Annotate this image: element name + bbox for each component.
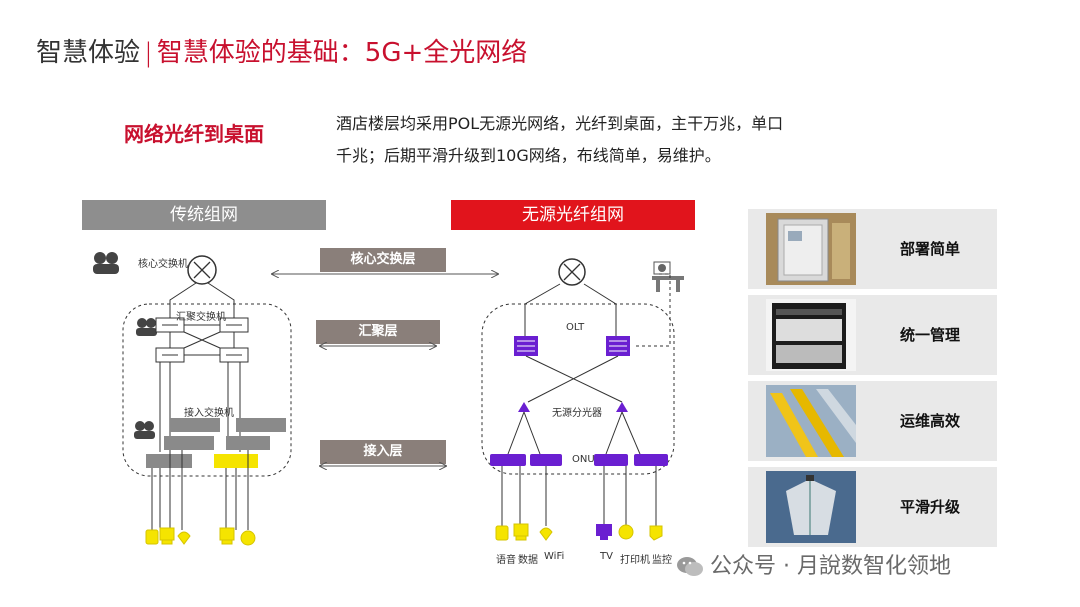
desktop-icon — [514, 524, 528, 540]
feature-card: 统一管理 — [748, 295, 997, 375]
access-switch-icon — [170, 418, 220, 432]
camera-icon — [650, 526, 662, 540]
feature-label: 部署简单 — [870, 209, 990, 289]
users-icon — [134, 421, 155, 439]
admin-desk-icon — [652, 262, 684, 292]
desktop-icon — [220, 528, 234, 544]
onu-icon — [490, 454, 526, 466]
splitter-icon — [518, 402, 530, 412]
feature-card: 运维高效 — [748, 381, 997, 461]
access-switch-icon — [236, 418, 286, 432]
ap-device-photo-icon — [766, 471, 856, 543]
users-icon — [136, 318, 157, 336]
endpoint-label-monitor: 监控 — [652, 551, 672, 566]
onu-icon — [594, 454, 628, 466]
endpoint-label-voice: 语音 — [496, 551, 516, 566]
watermark: 公众号 · 月說数智化领地 — [676, 548, 951, 580]
olt-rack-photo-icon — [766, 299, 856, 371]
endpoint-label-data: 数据 — [518, 551, 538, 566]
feature-card: 平滑升级 — [748, 467, 997, 547]
tv-icon — [596, 524, 612, 540]
wechat-icon — [676, 555, 704, 579]
access-switch-icon — [214, 454, 258, 468]
label-splitter: 无源分光器 — [552, 404, 602, 419]
printer-icon — [241, 531, 255, 545]
olt-icon — [514, 336, 538, 356]
label-access-switch: 接入交换机 — [184, 404, 234, 419]
aggregation-switch-icon — [156, 348, 184, 362]
endpoint-label-tv: TV — [600, 551, 613, 562]
feature-label: 统一管理 — [870, 295, 990, 375]
fiber-tray-photo-icon — [766, 385, 856, 457]
endpoint-label-wifi: WiFi — [544, 551, 564, 562]
label-onu: ONU — [572, 454, 595, 465]
endpoint-label-printer: 打印机 — [620, 551, 650, 566]
desktop-icon — [160, 528, 174, 544]
onu-icon — [530, 454, 562, 466]
cabinet-photo-icon — [766, 213, 856, 285]
splitter-icon — [616, 402, 628, 412]
access-switch-icon — [146, 454, 192, 468]
feature-card: 部署简单 — [748, 209, 997, 289]
label-aggregation-switch: 汇聚交换机 — [176, 308, 226, 323]
olt-icon — [606, 336, 630, 356]
phone-icon — [146, 530, 158, 544]
label-olt: OLT — [566, 322, 584, 333]
onu-icon — [634, 454, 668, 466]
printer-icon — [619, 525, 633, 539]
users-icon — [93, 252, 119, 274]
access-switch-icon — [226, 436, 270, 450]
feature-label: 运维高效 — [870, 381, 990, 461]
label-core-switch: 核心交换机 — [138, 255, 188, 270]
feature-label: 平滑升级 — [870, 467, 990, 547]
access-switch-icon — [164, 436, 214, 450]
phone-icon — [496, 526, 508, 540]
aggregation-switch-icon — [220, 348, 248, 362]
watermark-text: 公众号 · 月說数智化领地 — [710, 554, 951, 579]
wifi-icon — [178, 532, 190, 544]
wifi-icon — [540, 528, 552, 540]
